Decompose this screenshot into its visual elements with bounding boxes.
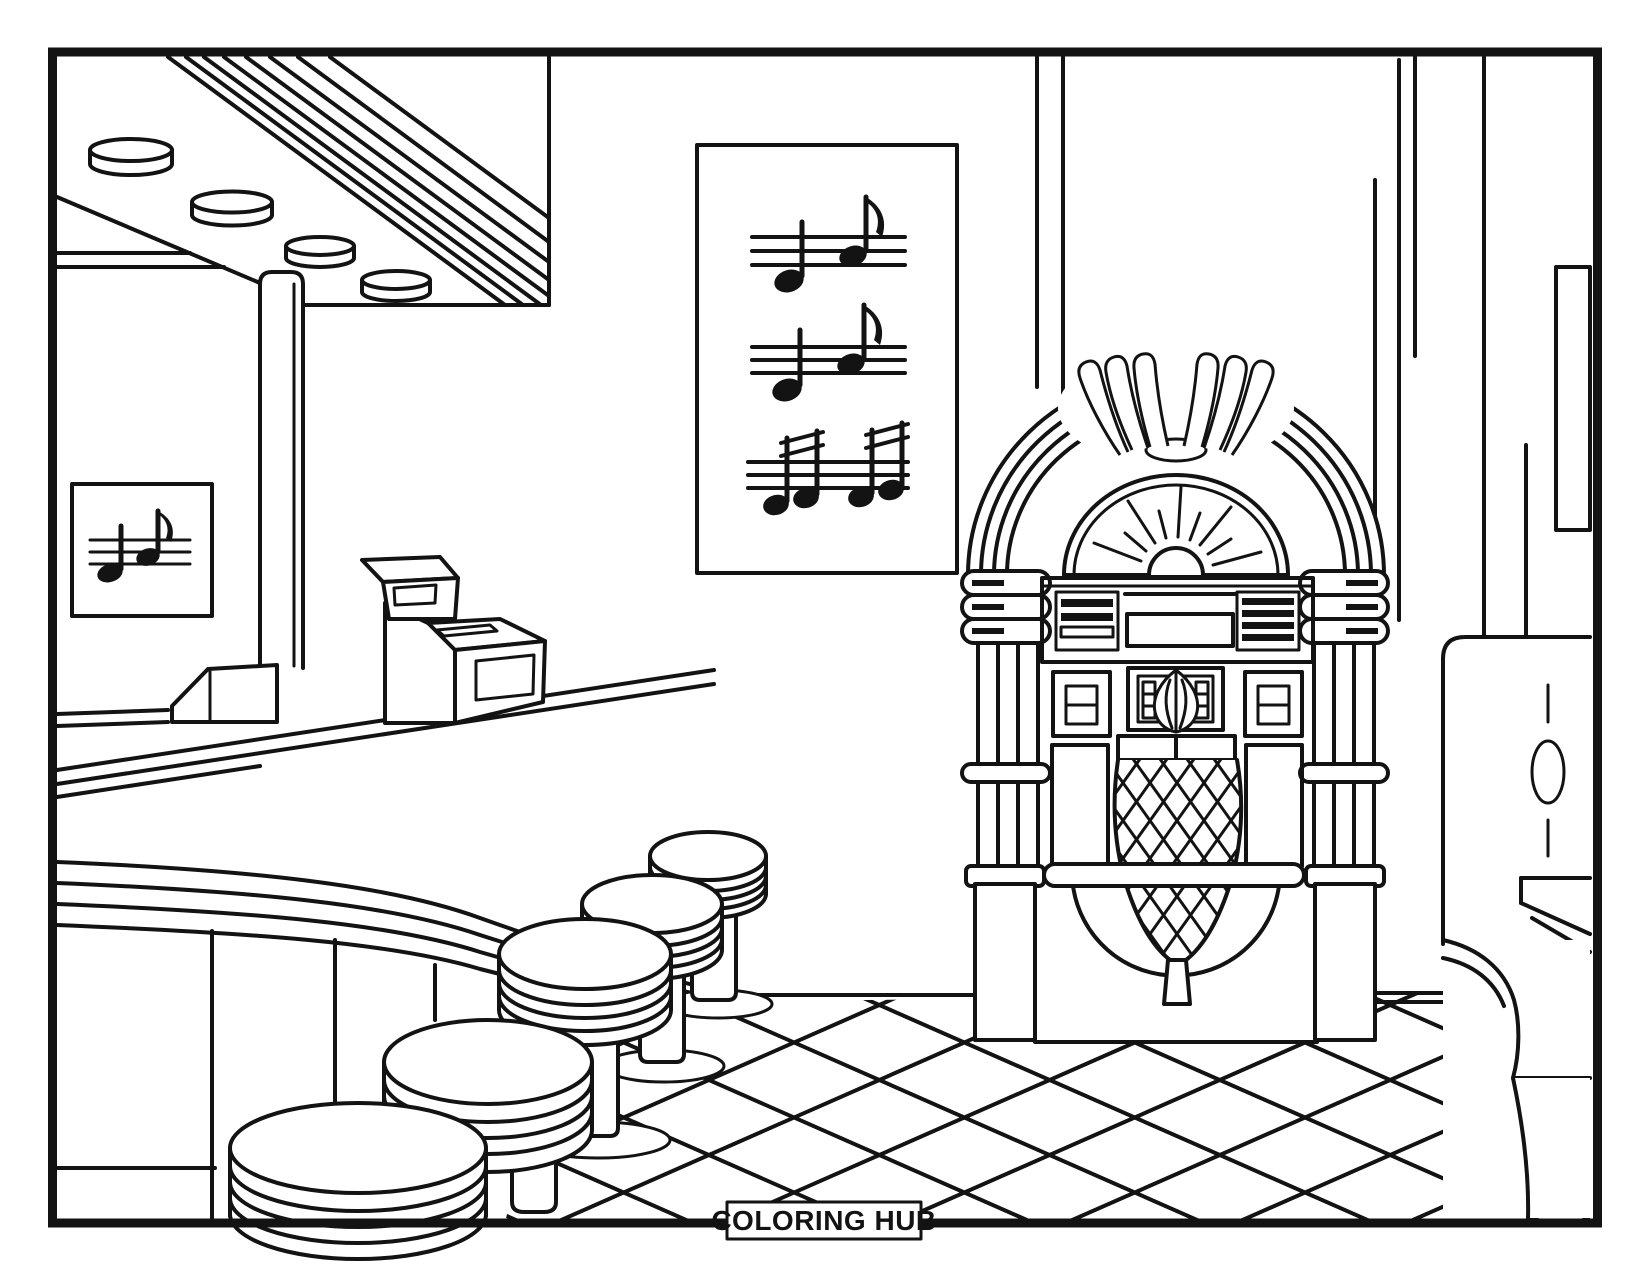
stool-1 (228, 1101, 488, 1261)
watermark: COLORING HUB (711, 1200, 936, 1241)
title-strip-window (1125, 612, 1235, 648)
ceiling-lights (88, 137, 432, 303)
register-screen-display (392, 583, 438, 607)
ceiling-soffit (55, 55, 551, 307)
sun-rays-icon (1092, 485, 1263, 567)
booth-cushion (1441, 938, 1592, 1220)
support-pole (258, 270, 305, 670)
register-drawer (474, 653, 536, 702)
small-frame-music-note-icon (97, 508, 173, 583)
poster-stave-1 (750, 194, 907, 293)
jukebox-right-leg (1313, 882, 1377, 1042)
crown-right-fan (1182, 352, 1275, 456)
ceiling-light-1 (88, 137, 174, 177)
ring-shadow-marks (972, 580, 1378, 634)
jukebox-sunburst-dome (1062, 473, 1290, 577)
left-button-panel (1051, 670, 1112, 738)
counter-front-panels (55, 929, 437, 1220)
soffit-fascia-stripes (166, 55, 551, 307)
poster-stave-3 (746, 420, 910, 516)
jukebox-button-row (1051, 666, 1304, 762)
small-music-frame (70, 482, 214, 618)
right-wall-panel-lines (1035, 50, 1592, 639)
ceiling-light-2 (190, 189, 274, 228)
center-emblem-panel (1126, 666, 1225, 734)
ceiling-light-3 (284, 235, 356, 269)
stool-5-seat (648, 830, 768, 882)
jukebox-crown (1058, 350, 1294, 466)
jukebox-waist-bar (1042, 862, 1306, 888)
wall-window-panel (1554, 265, 1592, 532)
jukebox-left-leg (973, 882, 1037, 1042)
register-top-slot (435, 623, 499, 638)
counter-appliance-box (170, 663, 279, 724)
booth-seat (1441, 635, 1592, 1220)
crown-left-fan (1077, 352, 1170, 456)
stool-3-seat (497, 917, 673, 991)
cash-register (360, 555, 547, 725)
ceiling-light-4 (360, 269, 432, 303)
booth-table (1519, 876, 1592, 954)
booth-back-ornament (1530, 683, 1566, 858)
stool-2-seat (382, 1018, 594, 1106)
grille-lattice (1114, 760, 1242, 960)
poster-stave-2 (750, 302, 907, 402)
watermark-label: COLORING HUB (711, 1205, 936, 1236)
stool-1-seat (228, 1101, 488, 1195)
right-button-panel (1243, 670, 1304, 738)
jukebox (960, 350, 1390, 1044)
speaker-grille-shield (1112, 758, 1244, 1006)
stool-3 (497, 917, 673, 1160)
music-poster (695, 143, 959, 575)
jukebox-display-panel (1040, 576, 1315, 664)
oval-ornament-icon (1530, 739, 1566, 805)
grille-stem (1162, 958, 1192, 1006)
